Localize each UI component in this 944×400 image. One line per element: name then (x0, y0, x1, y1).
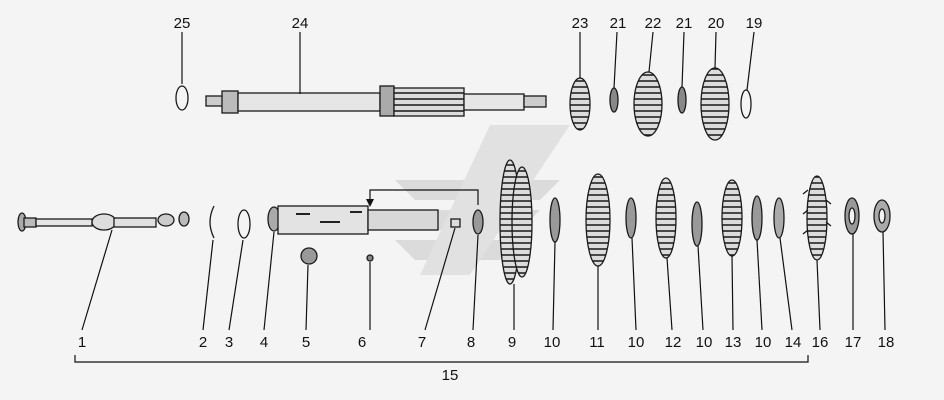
part-8-washer (472, 209, 484, 235)
callout-21a: 21 (610, 15, 627, 32)
part-12-gear (655, 177, 677, 259)
callout-25: 25 (174, 15, 191, 32)
part-5-ball (300, 247, 318, 265)
callout-10c: 10 (696, 334, 713, 351)
callout-9: 9 (508, 334, 516, 351)
assembly-bracket-arrow (366, 189, 479, 207)
callout-5: 5 (302, 334, 310, 351)
part-7-pin (450, 218, 461, 228)
part-16-sprocket (802, 175, 832, 261)
callout-15: 15 (442, 367, 459, 384)
callout-20: 20 (708, 15, 725, 32)
callout-16: 16 (812, 334, 829, 351)
part-17-washer (844, 197, 860, 235)
part-3-washer (237, 209, 251, 239)
part-1-shift-rod (17, 211, 190, 232)
callout-19: 19 (746, 15, 763, 32)
part-20-gear (700, 67, 730, 141)
part-22-gear (633, 71, 663, 137)
part-25-circlip (175, 85, 189, 111)
callout-12: 12 (665, 334, 682, 351)
callout-18: 18 (878, 334, 895, 351)
callout-17: 17 (845, 334, 862, 351)
group-15-bracket (74, 355, 809, 363)
part-13-gear (721, 179, 743, 257)
part-9-gear-pair (499, 159, 533, 285)
callout-7: 7 (418, 334, 426, 351)
part-10-washer-a (549, 197, 561, 243)
part-2-circlip (209, 205, 215, 239)
part-6-small-ball (366, 254, 374, 262)
callout-23: 23 (572, 15, 589, 32)
callout-2: 2 (199, 334, 207, 351)
callout-8: 8 (467, 334, 475, 351)
part-19-ring (740, 89, 752, 119)
callout-6: 6 (358, 334, 366, 351)
callout-10d: 10 (755, 334, 772, 351)
callout-14: 14 (785, 334, 802, 351)
part-11-gear (585, 173, 611, 267)
part-10-washer-d (751, 195, 763, 241)
callout-4: 4 (260, 334, 268, 351)
callout-21b: 21 (676, 15, 693, 32)
part-14-ring (773, 197, 785, 239)
part-24-main-shaft (205, 85, 547, 117)
part-21-washer-a (609, 87, 619, 113)
callout-22: 22 (645, 15, 662, 32)
callout-10b: 10 (628, 334, 645, 351)
callout-24: 24 (292, 15, 309, 32)
callout-10a: 10 (544, 334, 561, 351)
part-18-nut (873, 199, 891, 233)
part-21-washer-b (677, 86, 687, 114)
callout-11: 11 (589, 334, 605, 351)
part-23-gear (569, 77, 591, 131)
callout-1: 1 (78, 334, 86, 351)
part-10-washer-c (691, 201, 703, 247)
callout-3: 3 (225, 334, 233, 351)
callout-13: 13 (725, 334, 742, 351)
watermark-logo (395, 125, 570, 275)
part-10-washer-b (625, 197, 637, 239)
part-4-shift-drum (267, 205, 439, 235)
